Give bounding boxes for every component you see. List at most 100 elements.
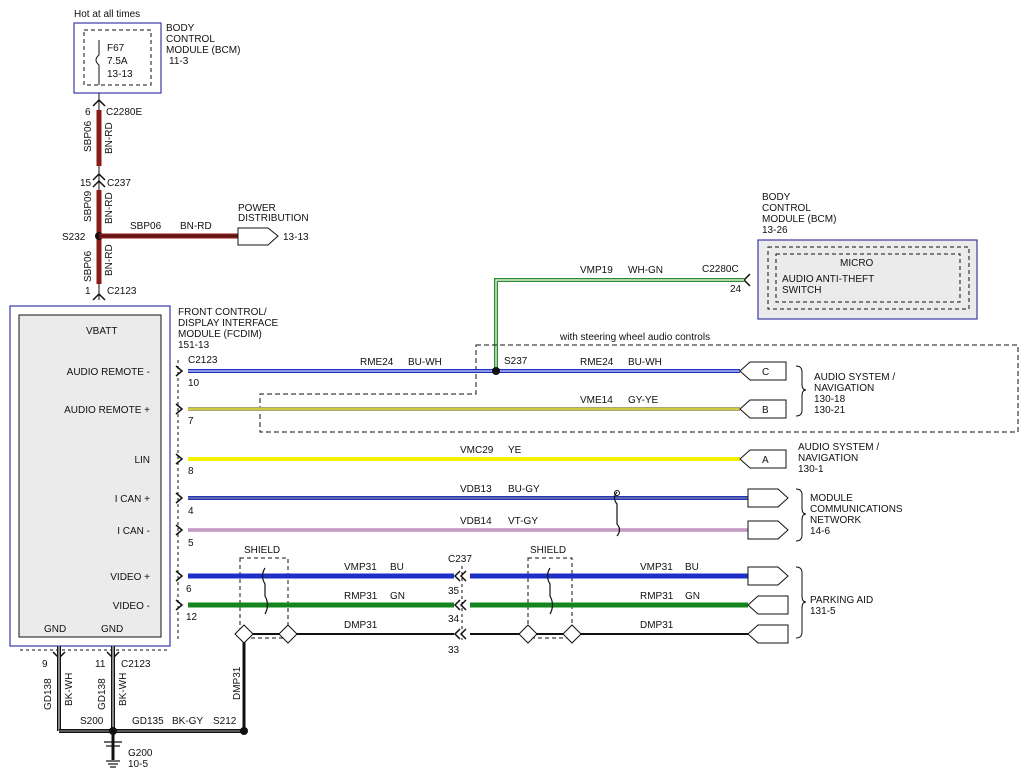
pin-i-can-minus: I CAN - bbox=[117, 526, 150, 537]
power-distribution-arrow bbox=[237, 227, 279, 246]
fuse-icon bbox=[95, 40, 100, 85]
shield-drain-diamond-2 bbox=[278, 624, 298, 644]
c2123-top-pin: 1 bbox=[85, 286, 91, 297]
fcdim-inner-box bbox=[18, 314, 162, 638]
audio-nav-1-label-3: 130-18 bbox=[814, 394, 846, 405]
bcm-right-title-3: MODULE (BCM) bbox=[762, 214, 836, 225]
fuse-rating: 7.5A bbox=[107, 56, 128, 67]
power-distribution-label-2: DISTRIBUTION bbox=[238, 213, 309, 224]
bcm-right-title-4: 13-26 bbox=[762, 225, 788, 236]
ground-pin-9: 9 bbox=[42, 659, 48, 670]
c237-lower-label: C237 bbox=[448, 554, 472, 565]
audio-nav-1-bracket bbox=[795, 365, 807, 417]
c2123-top-label: C2123 bbox=[107, 286, 137, 297]
parking-aid-connector-2 bbox=[747, 595, 789, 615]
pin-i-can-plus: I CAN + bbox=[115, 494, 150, 505]
pin-4-connector-icon bbox=[175, 492, 184, 504]
steering-wheel-note: with steering wheel audio controls bbox=[559, 332, 710, 343]
anti-theft-switch-label-2: SWITCH bbox=[782, 285, 821, 296]
fuse-ref: 13-13 bbox=[107, 69, 133, 80]
bcm-right-module-box bbox=[757, 239, 978, 320]
feed-wire-1-color: BN-RD bbox=[104, 122, 115, 154]
c237-pin-35-icon-2 bbox=[459, 570, 467, 582]
audio-nav-1-label-1: AUDIO SYSTEM / bbox=[814, 372, 895, 383]
vmp31-code-2: VMP31 bbox=[640, 562, 673, 573]
module-comm-bracket bbox=[795, 488, 807, 542]
vmp31-pin: 6 bbox=[186, 584, 192, 595]
bcm-top-title-2: CONTROL bbox=[166, 34, 215, 45]
pin-audio-remote-plus: AUDIO REMOTE + bbox=[64, 405, 150, 416]
shield-drain-diamond-3 bbox=[518, 624, 538, 644]
shield-drain-diamond-1 bbox=[234, 624, 254, 644]
connector-c2123-top-icon bbox=[92, 292, 106, 301]
shield-right-box bbox=[527, 557, 573, 639]
splice-s237-label: S237 bbox=[504, 356, 528, 367]
feed-wire-1-code: SBP06 bbox=[83, 120, 94, 152]
vdb13-color: BU-GY bbox=[508, 484, 540, 495]
bcm-top-title-1: BODY bbox=[166, 23, 195, 34]
pin-6-connector-icon bbox=[175, 570, 184, 582]
dest-c-connector bbox=[739, 361, 787, 381]
pin-5-connector-icon bbox=[175, 524, 184, 536]
vmc29-color: YE bbox=[508, 445, 522, 456]
vdb13-code: VDB13 bbox=[460, 484, 492, 495]
c237-upper-label: C237 bbox=[107, 178, 131, 189]
power-distribution-ref: 13-13 bbox=[283, 232, 309, 243]
module-comm-connector-1 bbox=[747, 488, 789, 508]
c237-upper-pin: 15 bbox=[80, 178, 92, 189]
splice-s212-dot bbox=[240, 727, 248, 735]
dest-a-label: A bbox=[762, 455, 769, 466]
fcdim-title-2: DISPLAY INTERFACE bbox=[178, 318, 279, 329]
vmp31-code: VMP31 bbox=[344, 562, 377, 573]
rmp31-pin2: 34 bbox=[448, 614, 460, 625]
dmp31-code-2: DMP31 bbox=[640, 620, 674, 631]
rmp31-code-2: RMP31 bbox=[640, 591, 674, 602]
rme24-code: RME24 bbox=[360, 357, 394, 368]
dmp31-code: DMP31 bbox=[344, 620, 378, 631]
module-comm-label-3: NETWORK bbox=[810, 515, 861, 526]
splice-s232-label: S232 bbox=[62, 232, 86, 243]
vdb14-code: VDB14 bbox=[460, 516, 492, 527]
twisted-pair-video-right-icon bbox=[546, 567, 554, 615]
rme24-color-2: BU-WH bbox=[628, 357, 662, 368]
vme14-pin: 7 bbox=[188, 416, 194, 427]
parking-aid-connector-3 bbox=[747, 624, 789, 644]
gd135-code: GD135 bbox=[132, 716, 164, 727]
dmp31-drain-code: DMP31 bbox=[232, 666, 243, 700]
bcm-right-micro-inner bbox=[775, 253, 961, 303]
fcdim-title-3: MODULE (FCDIM) bbox=[178, 329, 262, 340]
fcdim-title-1: FRONT CONTROL/ bbox=[178, 307, 267, 318]
gd138-2-code: GD138 bbox=[97, 678, 108, 710]
c237-pin-35-icon bbox=[453, 570, 461, 582]
twisted-pair-video-left-icon bbox=[261, 567, 269, 615]
fcdim-gnd-2: GND bbox=[101, 624, 123, 635]
shield-drain-diamond-4 bbox=[562, 624, 582, 644]
bcm-right-micro-label: MICRO bbox=[840, 258, 874, 269]
audio-nav-2-label-3: 130-1 bbox=[798, 464, 824, 475]
fuse-enclosure bbox=[83, 29, 152, 86]
audio-nav-1-label-2: NAVIGATION bbox=[814, 383, 874, 394]
dmp31-pin2: 33 bbox=[448, 645, 460, 656]
feed-wire-2-code: SBP09 bbox=[83, 190, 94, 222]
pin-lin: LIN bbox=[134, 455, 150, 466]
vme14-color: GY-YE bbox=[628, 395, 659, 406]
module-comm-label-2: COMMUNICATIONS bbox=[810, 504, 903, 515]
rmp31-pin: 12 bbox=[186, 612, 198, 623]
vmp31-color: BU bbox=[390, 562, 404, 573]
c237-pin-33-icon-2 bbox=[459, 628, 467, 640]
module-comm-connector-2 bbox=[747, 520, 789, 540]
c237-pin-34-icon bbox=[453, 599, 461, 611]
vdb14-pin: 5 bbox=[188, 538, 194, 549]
vmp19-code: VMP19 bbox=[580, 265, 613, 276]
shield-left-label: SHIELD bbox=[244, 545, 280, 556]
power-branch-code: SBP06 bbox=[130, 221, 162, 232]
rme24-code-2: RME24 bbox=[580, 357, 614, 368]
audio-nav-2-label-1: AUDIO SYSTEM / bbox=[798, 442, 879, 453]
module-comm-label-4: 14-6 bbox=[810, 526, 830, 537]
ground-pin-11: 11 bbox=[95, 659, 106, 670]
splice-s200-label: S200 bbox=[80, 716, 104, 727]
audio-nav-1-label-4: 130-21 bbox=[814, 405, 846, 416]
rme24-pin: 10 bbox=[188, 378, 200, 389]
dest-a-connector bbox=[739, 449, 787, 469]
c2280c-label: C2280C bbox=[702, 264, 739, 275]
